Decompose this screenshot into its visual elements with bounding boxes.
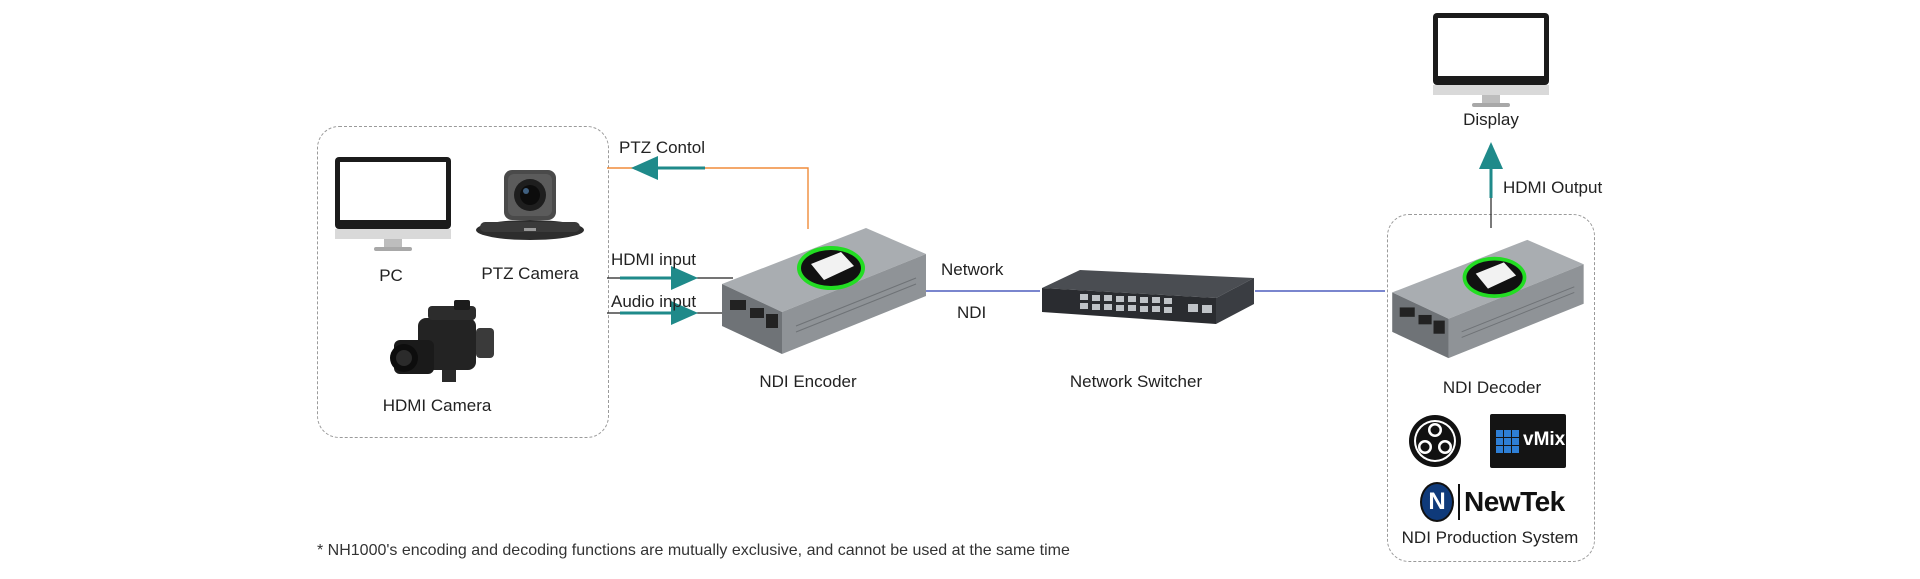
vmix-logo: vMix <box>1490 414 1566 468</box>
display-label: Display <box>1463 110 1519 129</box>
hdmi-camera-icon <box>390 300 494 382</box>
vmix-grid-icon <box>1496 430 1519 453</box>
audio-input-label: Audio input <box>611 292 697 311</box>
ndi-decoder-label: NDI Decoder <box>1442 378 1542 397</box>
ndi-encoder-device <box>722 228 926 354</box>
vmix-label: vMix <box>1523 429 1566 450</box>
ptz-camera-icon <box>476 170 584 240</box>
ndi-decoder-device <box>1392 239 1584 359</box>
pc-label: PC <box>379 266 403 285</box>
newtek-mark-icon: N <box>1420 482 1454 522</box>
ptz-control-line <box>607 167 809 229</box>
ndi-encoder-label: NDI Encoder <box>759 372 857 391</box>
ptz-camera-label: PTZ Camera <box>481 264 579 283</box>
hdmi-output-label: HDMI Output <box>1503 178 1603 197</box>
network-label: Network <box>941 260 1004 279</box>
sources-group <box>317 126 609 438</box>
newtek-label: NewTek <box>1464 486 1565 517</box>
network-switcher-label: Network Switcher <box>1069 372 1203 391</box>
ptz-control-label: PTZ Contol <box>619 138 705 157</box>
ndi-label: NDI <box>957 303 987 322</box>
display-monitor-icon <box>1433 13 1549 107</box>
newtek-logo: N NewTek <box>1420 480 1570 524</box>
footnote: * NH1000's encoding and decoding functio… <box>317 542 1070 559</box>
hdmi-camera-label: HDMI Camera <box>382 396 492 415</box>
pc-monitor-icon <box>335 157 451 251</box>
hdmi-input-label: HDMI input <box>611 250 697 269</box>
network-switcher-device <box>1042 270 1254 324</box>
ndi-production-system-label: NDI Production System <box>1401 528 1579 547</box>
obs-logo-icon <box>1409 415 1461 467</box>
